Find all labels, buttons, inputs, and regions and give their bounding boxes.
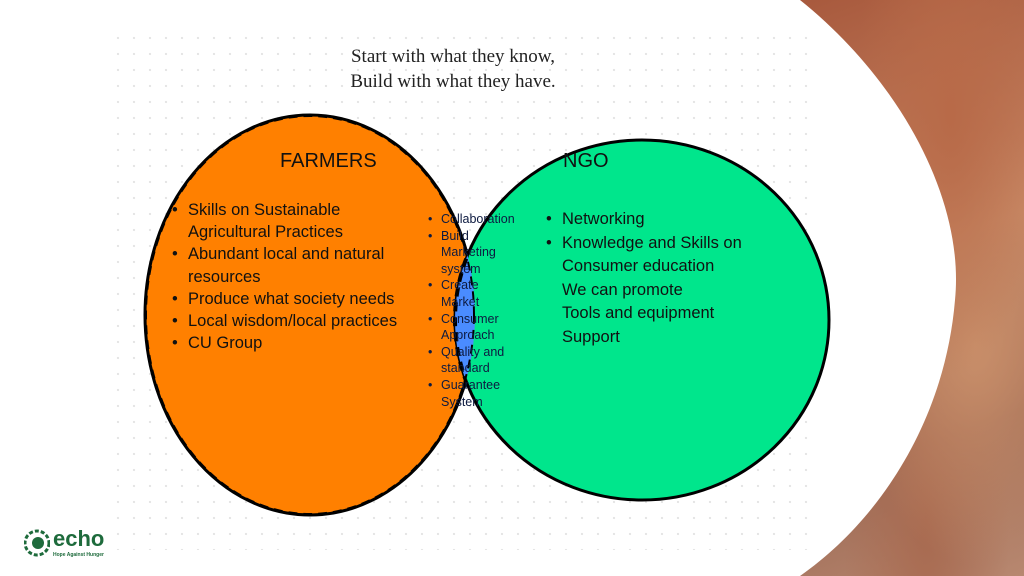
list-item: Local wisdom/local practices bbox=[172, 310, 412, 332]
list-item: Support bbox=[562, 327, 620, 346]
list-item: Abundant local and natural resources bbox=[172, 243, 412, 287]
list-item: Consumer Approach bbox=[428, 311, 511, 344]
list-item: We can promote bbox=[562, 280, 683, 299]
farmers-heading: FARMERS bbox=[280, 150, 377, 172]
list-item: Networking bbox=[546, 208, 786, 232]
ngo-heading: NGO bbox=[563, 150, 609, 172]
farmers-list: Skills on Sustainable Agricultural Pract… bbox=[172, 199, 412, 355]
logo-tagline: Hope Against Hunger bbox=[53, 552, 104, 558]
list-item: Produce what society needs bbox=[172, 288, 412, 310]
list-item: Tools and equipment bbox=[562, 304, 715, 323]
list-item: Create Market bbox=[428, 277, 501, 310]
overlap-list: Collaboration Build Marketing system Cre… bbox=[428, 211, 533, 410]
list-item: Collaboration bbox=[428, 211, 533, 228]
list-item: Knowledge and Skills on Consumer educati… bbox=[546, 232, 762, 279]
echo-logo: echo Hope Against Hunger bbox=[24, 526, 104, 559]
list-item: Build Marketing system bbox=[428, 228, 516, 278]
list-item: Guarantee System bbox=[428, 377, 516, 410]
globe-hands-icon bbox=[24, 529, 50, 556]
logo-wordmark: echo bbox=[53, 526, 105, 551]
title-line-2: Build with what they have. bbox=[350, 71, 556, 92]
list-item: Quality and standard bbox=[428, 344, 526, 377]
slide-title: Start with what they know, Build with wh… bbox=[0, 44, 906, 94]
list-item: Skills on Sustainable Agricultural Pract… bbox=[172, 199, 412, 243]
list-item: CU Group bbox=[172, 332, 412, 354]
title-line-1: Start with what they know, bbox=[350, 46, 556, 67]
ngo-list: Networking Knowledge and Skills on Consu… bbox=[546, 208, 786, 350]
